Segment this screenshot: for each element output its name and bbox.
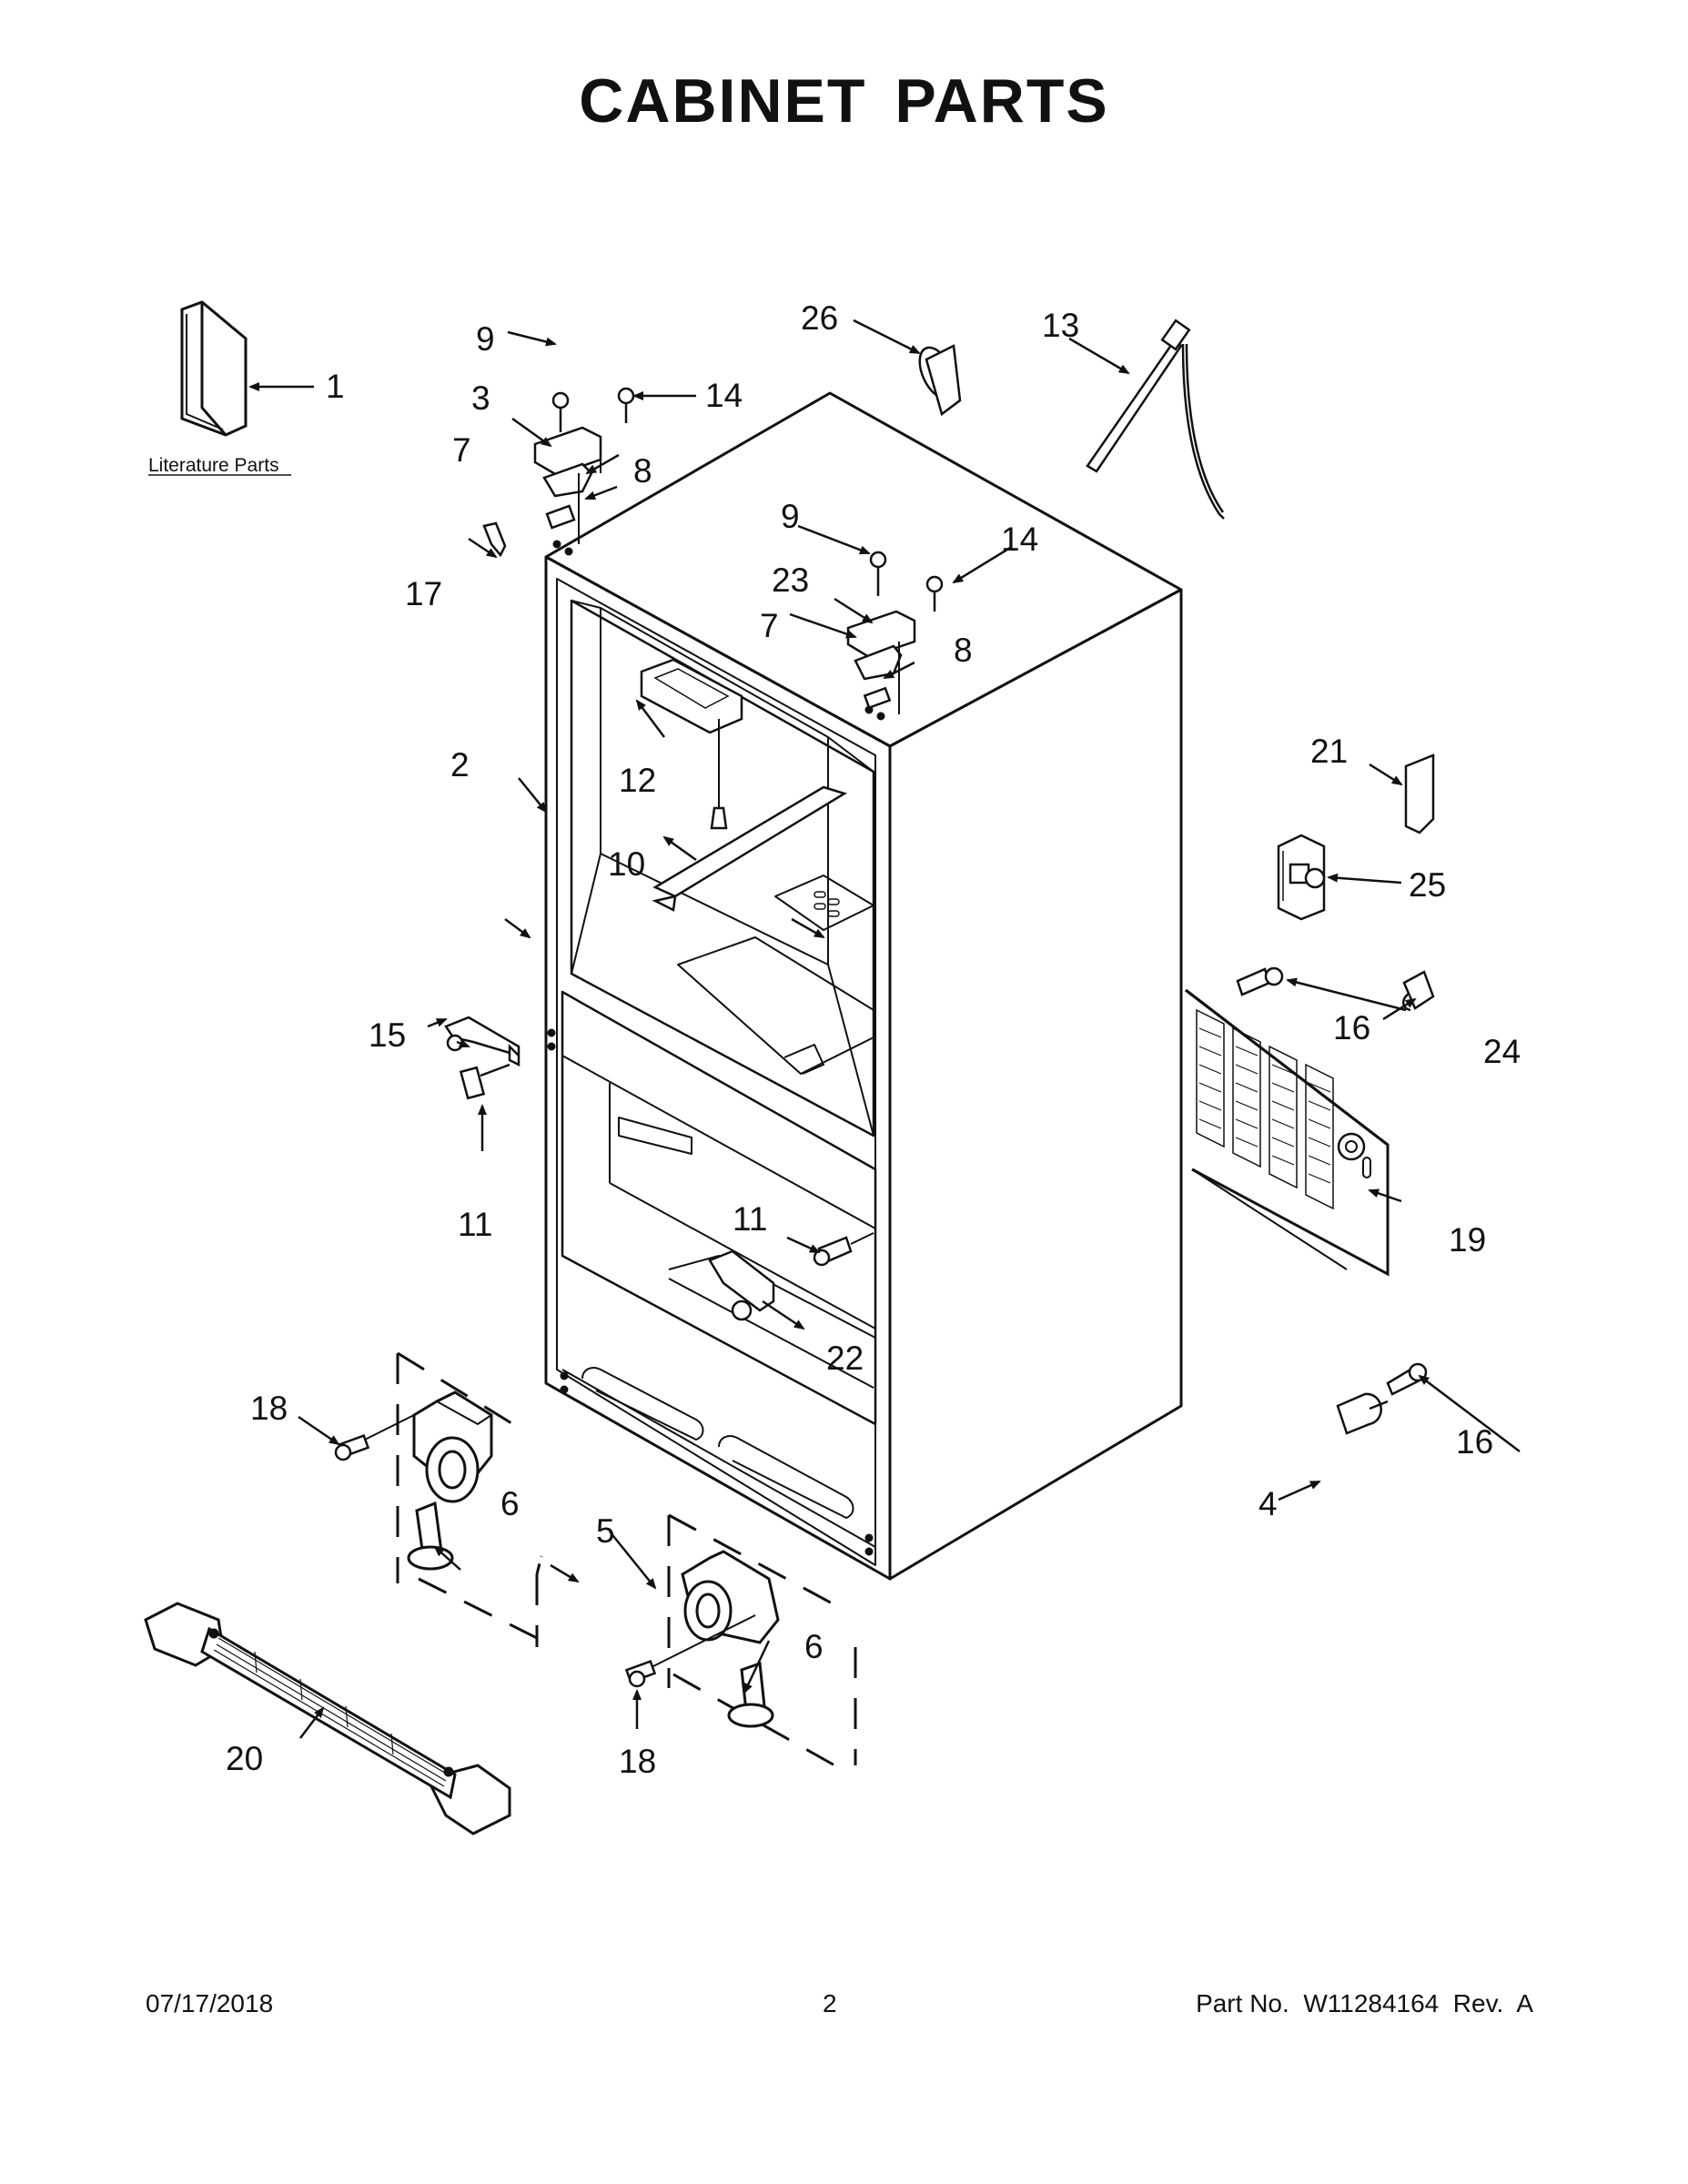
leader-lines — [248, 318, 1521, 1739]
callout-10: 10 — [608, 845, 645, 883]
water-tube-13-icon — [1086, 318, 1225, 520]
callout-16a: 16 — [1333, 1009, 1370, 1046]
right-roller-assembly — [535, 1513, 857, 1776]
callout-11b: 11 — [733, 1200, 767, 1238]
callout-8a: 8 — [633, 452, 652, 490]
roller-26-icon — [918, 344, 962, 417]
callout-6b: 6 — [804, 1628, 824, 1665]
callout-6a: 6 — [500, 1485, 520, 1522]
left-roller-assembly — [359, 1351, 539, 1647]
callout-23: 23 — [772, 561, 809, 599]
callout-7a: 7 — [452, 431, 471, 469]
callout-25: 25 — [1409, 866, 1446, 904]
door-stop-strip-icon — [482, 521, 507, 558]
callout-11a: 11 — [458, 1206, 492, 1243]
callout-9a: 9 — [476, 320, 495, 358]
callout-18a: 18 — [250, 1390, 288, 1427]
screw-18a-icon — [334, 1434, 370, 1461]
callout-2: 2 — [450, 746, 470, 784]
screw-11a-icon — [459, 1063, 510, 1100]
literature-booklet-icon — [180, 300, 248, 437]
callout-26: 26 — [801, 299, 838, 337]
clamp-4-icon — [1336, 1392, 1389, 1435]
callout-14a: 14 — [705, 377, 743, 414]
footer-date: 07/17/2018 — [146, 1989, 274, 2017]
cabinet-body — [544, 391, 1183, 1581]
callout-22: 22 — [826, 1340, 864, 1377]
footer-page-number: 2 — [823, 1989, 837, 2017]
screw-16a-icon — [1236, 966, 1284, 996]
callout-9b: 9 — [781, 498, 800, 535]
callout-8b: 8 — [954, 632, 973, 669]
callout-13: 13 — [1042, 307, 1079, 344]
clip-21-icon — [1404, 753, 1435, 834]
base-grille-20 — [144, 1602, 511, 1835]
callout-24: 24 — [1483, 1033, 1521, 1070]
callout-19: 19 — [1449, 1221, 1486, 1259]
literature-parts-label: Literature Parts — [148, 455, 279, 476]
callout-16b: 16 — [1456, 1423, 1493, 1461]
callout-7b: 7 — [760, 607, 779, 644]
callout-15: 15 — [369, 1016, 406, 1054]
callout-4: 4 — [1258, 1485, 1278, 1522]
bracket-15-icon — [444, 1016, 521, 1067]
callout-14b: 14 — [1001, 521, 1038, 558]
callout-20: 20 — [226, 1740, 263, 1777]
rear-grille-19 — [1185, 987, 1390, 1277]
callout-17: 17 — [405, 575, 442, 612]
bracket-22-icon — [708, 1249, 775, 1321]
callout-18b: 18 — [619, 1743, 656, 1780]
callout-5: 5 — [596, 1512, 615, 1550]
page-title: CABINET PARTS — [579, 66, 1109, 136]
screw-11b-icon — [813, 1232, 874, 1267]
bracket-12-icon — [640, 658, 743, 830]
water-valve-25-icon — [1277, 834, 1326, 921]
callout-12: 12 — [619, 762, 656, 799]
screw-16b-icon — [1386, 1362, 1428, 1396]
callout-1: 1 — [326, 368, 345, 405]
callout-3: 3 — [471, 379, 490, 417]
callout-21: 21 — [1310, 733, 1348, 770]
footer-part-number: Part No. W11284164 Rev. A — [1196, 1989, 1533, 2017]
screw-18b-icon — [624, 1660, 657, 1688]
crossbar-10 — [652, 785, 848, 912]
